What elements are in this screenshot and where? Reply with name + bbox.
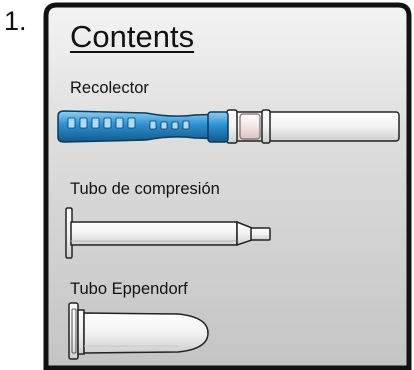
eppendorf-tube-icon <box>68 302 209 360</box>
contents-heading: Contents <box>70 19 195 54</box>
eppendorf-tube-label: Tubo Eppendorf <box>70 280 188 298</box>
collector-device-icon <box>57 109 400 144</box>
step-number: 1. <box>4 6 27 36</box>
compression-tube-icon <box>65 207 271 259</box>
compression-tube-label: Tubo de compresión <box>70 180 220 198</box>
collector-label: Recolector <box>70 79 149 97</box>
